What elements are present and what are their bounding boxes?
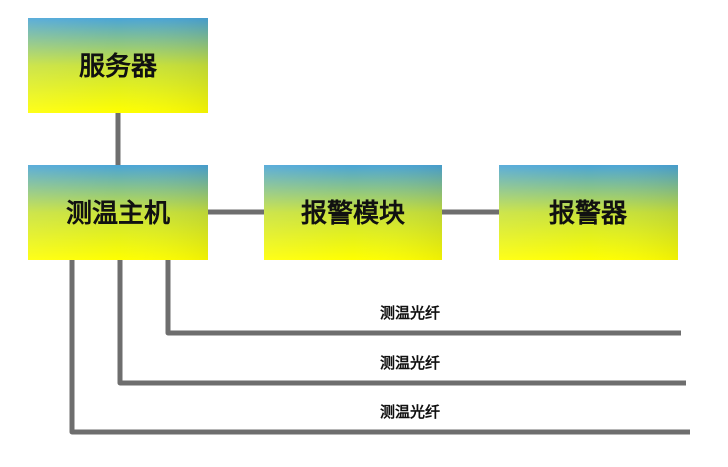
host-label: 测温主机	[66, 199, 170, 229]
fiber-line-1	[165, 259, 681, 336]
fiber-label-2: 测温光纤	[380, 354, 440, 372]
fiber-line-2	[117, 259, 686, 386]
host-node: 测温主机	[28, 165, 208, 260]
fiber-line-3	[69, 259, 690, 435]
alarm-module-node: 报警模块	[264, 165, 442, 260]
server-node: 服务器	[28, 18, 208, 113]
alarm-module-label: 报警模块	[301, 198, 405, 229]
fiber-label-3: 测温光纤	[380, 403, 440, 421]
alarm-label: 报警器	[549, 198, 628, 229]
fiber-label-1: 测温光纤	[380, 304, 440, 322]
server-label: 服务器	[79, 52, 158, 82]
connectors	[69, 112, 690, 435]
alarm-node: 报警器	[499, 165, 678, 260]
